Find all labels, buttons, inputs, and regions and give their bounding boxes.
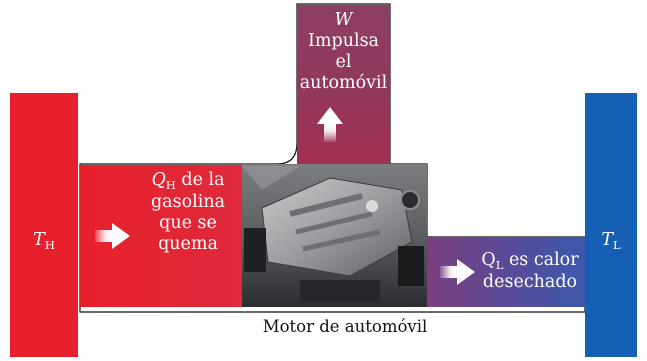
heat-input-line-4: quema <box>158 234 218 254</box>
engine-caption: Motor de automóvil <box>262 317 428 336</box>
engine-photo <box>242 164 427 307</box>
waste-heat-line-1: QL es calor <box>481 250 579 272</box>
work-symbol: W <box>334 10 353 30</box>
waste-heat-arrow <box>440 259 475 285</box>
heat-input-label: QH de la gasolina que se quema <box>132 170 244 255</box>
heat-input-arrow <box>95 223 130 249</box>
waste-heat-line-2: desechado <box>482 272 578 292</box>
work-output-flow <box>297 5 390 164</box>
work-line-1: Impulsa <box>308 31 379 51</box>
cold-reservoir-label: TL <box>601 230 621 252</box>
waste-heat-label: QL es calor desechado <box>476 250 584 293</box>
work-output-arrow <box>317 107 343 142</box>
cold-reservoir <box>585 93 637 357</box>
heat-input-line-1: QH de la <box>151 170 225 192</box>
work-line-3: automóvil <box>299 73 388 93</box>
work-line-2: el <box>335 52 352 72</box>
heat-input-line-3: que se <box>159 213 217 233</box>
work-output-label: W Impulsa el automóvil <box>297 10 390 94</box>
hot-reservoir <box>10 93 78 357</box>
hot-reservoir-label: TH <box>33 230 55 252</box>
heat-input-line-2: gasolina <box>150 192 226 212</box>
